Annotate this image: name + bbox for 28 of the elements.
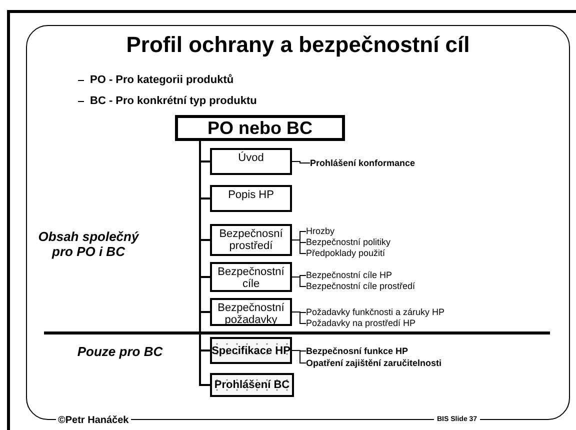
item-text: Bezpečnosní funkce HP (306, 345, 408, 357)
connector-line (292, 240, 306, 254)
section-label: Obsah společný pro PO i BC (37, 229, 140, 259)
connector-line (292, 161, 310, 164)
bullet-text: PO - Pro kategorii produktů (90, 73, 234, 87)
item-text: Prohlášení konformance (310, 157, 416, 169)
document-box: PO nebo BC (175, 115, 345, 141)
section-label: Pouze pro BC (76, 344, 164, 359)
connector-line (292, 312, 306, 324)
item-text: Bezpečnostní cíle HP (306, 270, 392, 281)
bullet-text: BC - Pro konkrétní typ produktu (90, 94, 257, 108)
section-box: Bezpečnostní požadavky (210, 298, 292, 326)
connector-line (292, 276, 306, 287)
section-box: Popis HP (210, 185, 292, 212)
section-box: Úvod (210, 148, 292, 175)
section-box: Bezpečnostní cíle (210, 262, 292, 292)
section-box: Specifikace HP (210, 337, 292, 364)
connector-line (292, 350, 306, 364)
item-text: Opatření zajištění zaručitelnosti (306, 357, 442, 369)
item-text: Hrozby (306, 226, 335, 237)
item-text: Bezpečnostní cíle prostředí (306, 281, 416, 292)
item-text: Bezpečnostní politiky (306, 237, 391, 248)
item-text: Požadavky na prostředí HP (306, 318, 416, 329)
item-text: Požadavky funkčnosti a záruky HP (306, 307, 445, 318)
section-box: Prohlášení BC (210, 373, 294, 397)
section-box: Bezpečnosní prostředí (210, 224, 292, 256)
item-text: Předpoklady použití (306, 248, 386, 259)
slide-title: Profil ochrany a bezpečnostní cíl (125, 32, 471, 58)
